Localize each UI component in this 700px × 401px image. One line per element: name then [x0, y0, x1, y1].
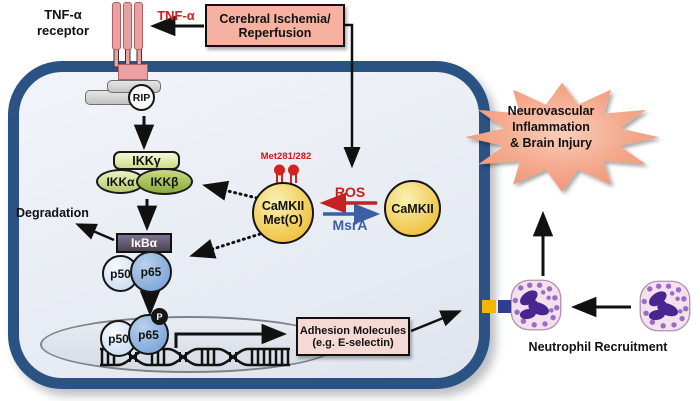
- neutrophil-recruitment-label: Neutrophil Recruitment: [528, 340, 668, 354]
- msra-label: MsrA: [332, 217, 368, 233]
- met-sites-label: Met281/282: [260, 151, 312, 162]
- tnf-receptor-icon: [134, 2, 143, 50]
- phospho-badge: P: [151, 308, 168, 325]
- neutrophil-icon: [639, 280, 691, 332]
- degradation-label: Degradation: [16, 206, 89, 220]
- selectin-yellow-icon: [482, 300, 496, 313]
- tnf-ligand-label: TNF-α: [157, 8, 195, 23]
- tnf-receptor-icon: [123, 2, 132, 50]
- ros-label: ROS: [334, 184, 366, 200]
- ikk-gamma: IKKγ: [113, 151, 180, 170]
- rip-protein: RIP: [128, 84, 155, 111]
- tnf-receptor-label: TNF-α receptor: [36, 7, 90, 38]
- p65-subunit: p65: [130, 251, 172, 293]
- adhesion-molecules-box: Adhesion Molecules (e.g. E-selectin): [296, 317, 410, 356]
- receptor-base-icon: [118, 64, 148, 80]
- camkii-reduced: CaMKII: [384, 180, 441, 237]
- neutrophil-icon: [510, 279, 562, 331]
- selectin-navy-icon: [498, 300, 511, 313]
- camkii-oxidized: CaMKII Met(O): [252, 182, 314, 244]
- ikba-protein: IκBα: [116, 233, 172, 253]
- trigger-box: Cerebral Ischemia/ Reperfusion: [205, 4, 345, 47]
- nucleus: [40, 316, 338, 373]
- inflammation-label: Neurovascular Inflammation & Brain Injur…: [507, 104, 595, 150]
- ikk-beta: IKKβ: [136, 168, 193, 195]
- tnf-receptor-icon: [112, 2, 121, 50]
